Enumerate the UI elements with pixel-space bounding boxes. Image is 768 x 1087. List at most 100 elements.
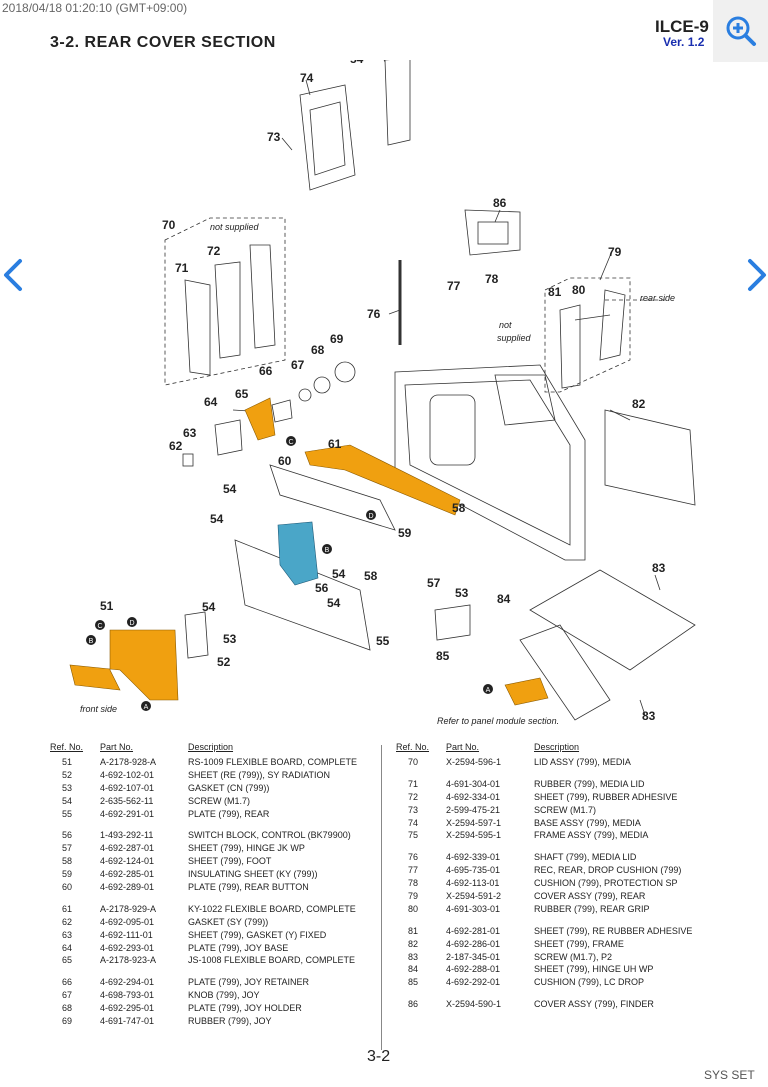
part-number-cell: 4-692-286-01 [446, 938, 501, 949]
ref-cell: 54 [61, 795, 72, 806]
part-number-cell: X-2594-591-2 [446, 891, 502, 902]
part-number-cell: X-2594-596-1 [446, 757, 502, 767]
header-desc: Description [188, 742, 234, 752]
callout-letter: D [129, 620, 134, 627]
description-cell: JS-1008 FLEXIBLE BOARD, COMPLETE [188, 955, 356, 966]
label: 59 [398, 526, 412, 540]
description-cell: COVER ASSY (799), FINDER [534, 999, 654, 1010]
label: 58 [364, 569, 378, 583]
label: 67 [291, 358, 305, 372]
group-spacer [50, 894, 418, 903]
part-number-cell: A-2178-928-A [100, 757, 157, 767]
group-spacer [396, 989, 764, 998]
description-cell: SCREW (M1.7) [534, 804, 597, 815]
ref-cell: 85 [407, 977, 418, 988]
group-spacer [396, 842, 764, 851]
page-number: 3-2 [367, 1048, 391, 1065]
label: 85 [436, 649, 450, 663]
description-cell: FRAME ASSY (799), MEDIA [534, 830, 649, 841]
ref-cell: 66 [61, 977, 72, 988]
rear-frame [394, 364, 586, 561]
part-number-cell: 4-692-287-01 [100, 843, 155, 854]
description-cell: SHEET (799), HINGE UH WP [534, 964, 654, 975]
callout-letter: B [89, 638, 94, 645]
part-number-cell: 4-692-291-01 [100, 808, 155, 819]
part-number-cell: 4-691-303-01 [446, 903, 501, 914]
callout-a: A [483, 684, 493, 694]
ref-cell: 56 [61, 830, 72, 841]
description-cell: LID ASSY (799), MEDIA [534, 757, 631, 767]
label: 68 [311, 343, 325, 357]
description-cell: KNOB (799), JOY [188, 990, 260, 1001]
header-part: Part No. [100, 742, 134, 752]
label: 54 [350, 60, 364, 66]
ref-cell: 65 [61, 955, 72, 966]
label: 69 [330, 332, 344, 346]
callout-letter: A [486, 687, 491, 694]
ref-cell: 84 [407, 964, 418, 975]
label: 51 [100, 599, 114, 613]
ref-cell: 51 [61, 757, 72, 767]
header-ref: Ref. No. [396, 742, 430, 752]
part-number-cell: 4-692-095-01 [100, 916, 155, 927]
label: 53 [455, 586, 469, 600]
ref-cell: 74 [407, 817, 418, 828]
label: 54 [223, 482, 237, 496]
next-page-button[interactable] [744, 255, 768, 295]
label: 79 [608, 245, 622, 259]
label: 64 [204, 395, 218, 409]
part-number-cell: 2-635-562-11 [100, 795, 154, 806]
part-number-cell: 4-692-293-01 [100, 942, 155, 953]
part-number-cell: 4-692-124-01 [100, 856, 155, 867]
label: 63 [183, 426, 197, 440]
note-front-side: front side [80, 704, 117, 714]
header-desc: Description [534, 742, 580, 752]
ref-cell: 69 [61, 1016, 72, 1027]
zoom-button[interactable] [713, 0, 768, 62]
media-base [299, 84, 356, 191]
note-refer: Refer to panel module section. [437, 716, 559, 726]
part-number-cell: 4-692-281-01 [446, 925, 501, 936]
part-number-cell: 4-692-102-01 [100, 769, 155, 780]
label: 72 [207, 244, 221, 258]
ref-cell: 64 [61, 942, 72, 953]
label: 71 [175, 261, 189, 275]
label: 82 [632, 397, 646, 411]
description-cell: SHEET (799), FRAME [534, 938, 624, 949]
description-cell: CUSHION (799), PROTECTION SP [534, 878, 678, 889]
label: 54 [202, 600, 216, 614]
ref-cell: 57 [61, 843, 72, 854]
ref-cell: 73 [407, 804, 418, 815]
ref-cell: 76 [407, 852, 418, 863]
callout-a: A [141, 701, 151, 711]
callout-c: C [286, 436, 296, 446]
previous-page-button[interactable] [0, 255, 28, 295]
part-number-cell: 2-187-345-01 [446, 951, 501, 962]
rs-flex-board-51 [69, 629, 179, 701]
description-cell: GASKET (SY (799)) [188, 916, 269, 927]
header-part: Part No. [446, 742, 480, 752]
ref-cell: 59 [61, 869, 72, 880]
finder-cover [464, 209, 521, 256]
part-number-cell: X-2594-590-1 [446, 999, 502, 1010]
description-cell: SWITCH BLOCK, CONTROL (BK79900) [188, 830, 351, 841]
label: 52 [217, 655, 231, 669]
description-cell: SHEET (799), RE RUBBER ADHESIVE [534, 925, 693, 936]
ref-cell: 61 [61, 903, 72, 914]
group-spacer [396, 769, 764, 778]
label: 77 [447, 279, 461, 293]
timestamp: 2018/04/18 01:20:10 (GMT+09:00) [2, 1, 188, 15]
callout-markers: A B C D A B C D [86, 436, 493, 711]
